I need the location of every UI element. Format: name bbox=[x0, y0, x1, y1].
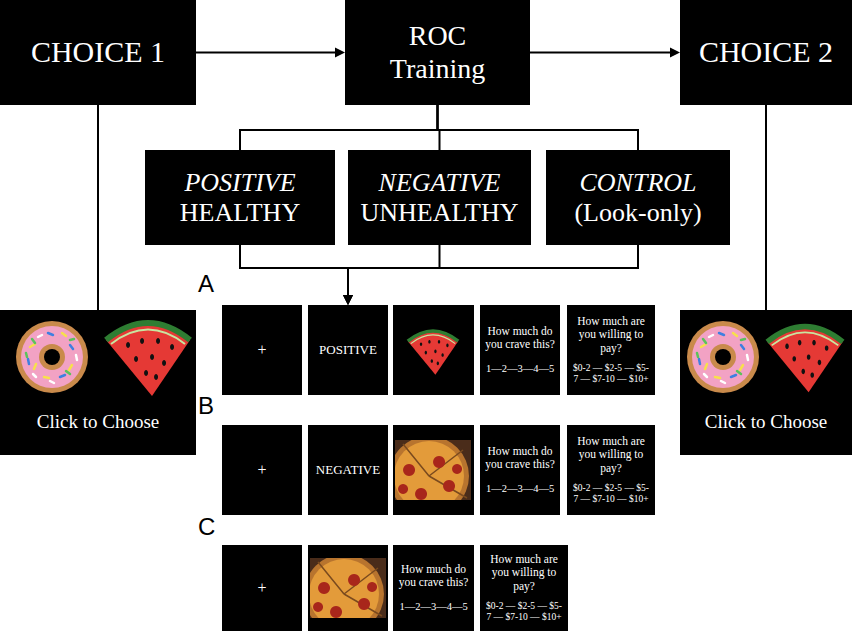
node-text: How much do you crave this? bbox=[484, 325, 556, 351]
node-text: HEALTHY bbox=[180, 198, 300, 228]
cue-frame: POSITIVE bbox=[308, 305, 388, 395]
price-frame: How much are you willing to pay? $0-2 — $… bbox=[480, 545, 568, 631]
condition-box: CONTROL(Look-only) bbox=[546, 150, 730, 245]
node-text: How much are you willing to pay? bbox=[484, 553, 564, 593]
node-text: 1—2—3—4—5 bbox=[486, 363, 554, 375]
arrow-head bbox=[335, 48, 345, 58]
connector bbox=[196, 48, 345, 58]
arrow-head bbox=[343, 295, 353, 305]
node-text: $0-2 — $2-5 — $5-7 — $7-10 — $10+ bbox=[571, 363, 651, 385]
watermelon-image bbox=[106, 323, 190, 396]
choice-screen: Click to Choose bbox=[680, 310, 852, 455]
cue-frame: NEGATIVE bbox=[308, 425, 388, 515]
node-text: POSITIVE bbox=[184, 168, 295, 198]
price-frame: How much are you willing to pay? $0-2 — $… bbox=[567, 305, 655, 395]
condition-box: POSITIVEHEALTHY bbox=[145, 150, 335, 245]
node-text: How much do you crave this? bbox=[484, 445, 556, 471]
fixation-frame: + bbox=[222, 305, 302, 395]
choice-panel bbox=[680, 310, 852, 455]
node-text: How much are you willing to pay? bbox=[571, 435, 651, 475]
node-text: UNHEALTHY bbox=[361, 198, 519, 228]
connector-line bbox=[240, 105, 438, 150]
condition-box: NEGATIVEUNHEALTHY bbox=[348, 150, 531, 245]
connector-line bbox=[348, 245, 440, 295]
watermelon-image bbox=[767, 327, 843, 393]
node-text: 1—2—3—4—5 bbox=[486, 483, 554, 495]
connector bbox=[438, 105, 639, 150]
donut-image bbox=[16, 321, 88, 393]
rating-frame: How much do you crave this? 1—2—3—4—5 bbox=[480, 305, 560, 395]
node-text: NEGATIVE bbox=[379, 168, 501, 198]
training-box: ROC Training bbox=[345, 0, 530, 105]
panel-letter: C bbox=[198, 515, 215, 539]
panel-letter: B bbox=[198, 394, 214, 418]
choice-screen: Click to Choose bbox=[0, 310, 196, 455]
node-text: Click to Choose bbox=[705, 411, 827, 433]
arrow-head bbox=[343, 295, 353, 305]
connector-line bbox=[348, 245, 638, 295]
pizza-image bbox=[304, 554, 386, 631]
connector-line bbox=[196, 52, 335, 54]
node-text: How much are you willing to pay? bbox=[571, 315, 651, 355]
node-text: $0-2 — $2-5 — $5-7 — $7-10 — $10+ bbox=[571, 483, 651, 505]
connector bbox=[530, 48, 680, 58]
node-text: Click to Choose bbox=[37, 411, 159, 433]
node-text: CONTROL bbox=[579, 168, 696, 198]
node-text: ROC Training bbox=[373, 20, 503, 84]
node-text: + bbox=[257, 579, 266, 597]
connector bbox=[343, 245, 638, 305]
watermelon-image bbox=[408, 331, 458, 375]
node-text: (Look-only) bbox=[574, 198, 701, 228]
connector-line bbox=[240, 245, 348, 295]
choice-panel bbox=[0, 310, 196, 455]
image-frame bbox=[393, 305, 474, 395]
node-text: CHOICE 2 bbox=[699, 35, 833, 70]
node-text: + bbox=[257, 461, 266, 479]
node-text: $0-2 — $2-5 — $5-7 — $7-10 — $10+ bbox=[484, 601, 564, 623]
node-text: NEGATIVE bbox=[316, 463, 380, 478]
price-frame: How much are you willing to pay? $0-2 — $… bbox=[567, 425, 655, 515]
rating-frame: How much do you crave this? 1—2—3—4—5 bbox=[480, 425, 560, 515]
fixation-frame: + bbox=[222, 545, 302, 631]
fixation-frame: + bbox=[222, 425, 302, 515]
node-text: 1—2—3—4—5 bbox=[399, 601, 467, 613]
arrow-head bbox=[343, 295, 353, 305]
connector-line bbox=[438, 105, 639, 150]
donut-image bbox=[687, 321, 759, 393]
node-text: POSITIVE bbox=[319, 343, 377, 358]
connector-line bbox=[97, 105, 99, 310]
connector bbox=[766, 105, 767, 310]
stage-box: CHOICE 2 bbox=[680, 0, 852, 105]
arrow-head bbox=[670, 48, 680, 58]
connector bbox=[98, 105, 99, 310]
rating-frame: How much do you crave this? 1—2—3—4—5 bbox=[393, 545, 474, 631]
node-text: CHOICE 1 bbox=[31, 35, 165, 70]
panel-letter: A bbox=[198, 272, 214, 296]
pizza-image bbox=[389, 436, 471, 516]
connector bbox=[240, 245, 353, 305]
connector bbox=[343, 245, 440, 305]
connector-line bbox=[530, 52, 670, 54]
node-text: + bbox=[257, 341, 266, 359]
connector bbox=[240, 105, 438, 150]
node-text: How much do you crave this? bbox=[397, 563, 470, 589]
stage-box: CHOICE 1 bbox=[0, 0, 196, 105]
connector-line bbox=[765, 105, 767, 310]
